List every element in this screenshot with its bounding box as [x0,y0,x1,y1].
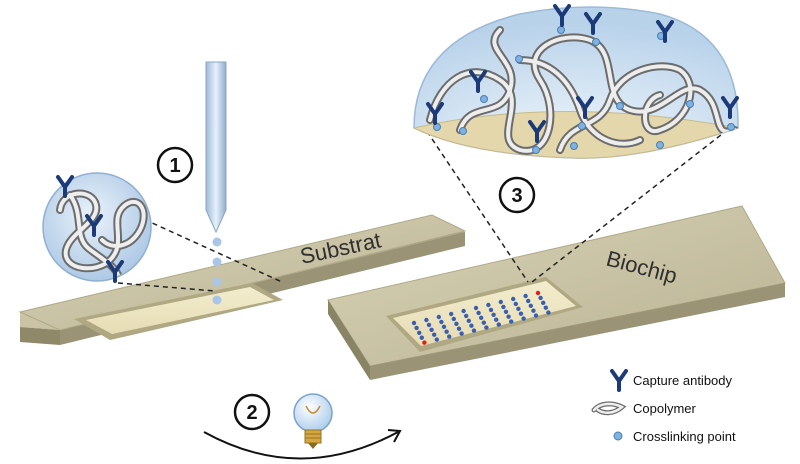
array-spot [432,332,437,337]
array-spot [503,309,509,314]
array-spot [426,322,432,328]
polymer-coil-icon [591,401,627,416]
array-spot [521,316,526,321]
array-spot [411,320,417,326]
lightbulb-icon [293,393,333,449]
array-spot [456,326,462,331]
array-spot [459,331,464,336]
array-spot [526,298,531,304]
reference-spot [535,290,541,296]
array-spot [461,308,466,314]
array-spot [533,313,539,318]
array-spot [447,334,452,339]
y-antibody-icon [56,175,124,283]
array-spot [491,312,496,317]
array-spot [516,306,521,311]
array-spot [417,330,422,335]
array-spot [511,296,516,302]
array-spot [473,305,479,311]
y-antibody-icon [426,4,739,143]
array-spot [471,328,477,333]
copolymer-zoom-circle [42,172,283,292]
step-2-badge: 2 [233,393,271,431]
legend-antibody: Capture antibody [610,369,733,392]
array-spot [449,311,454,317]
array-spot [543,305,548,310]
array-spot [419,335,424,340]
array-spot [469,323,474,328]
array-spot [518,311,524,316]
y-antibody-icon [610,369,628,392]
array-spot [538,295,543,301]
legend-crosslink: Crosslinking point [613,429,736,444]
microarray-spots [411,290,551,345]
array-spot [496,322,501,327]
array-spot [546,310,551,315]
array-spot [488,307,494,313]
array-spot [498,299,503,305]
legend-copolymer-label: Copolymer [633,401,697,416]
array-spot [509,319,514,324]
droplet [212,295,222,305]
pipette-icon [205,61,227,305]
step-2-number: 2 [246,402,257,424]
array-spot [479,315,484,320]
array-spot [513,301,518,307]
array-spot [454,321,459,326]
array-spot [541,300,546,305]
array-spot [429,327,434,332]
array-spot [494,317,499,322]
legend-antibody-label: Capture antibody [633,373,733,388]
array-spot [486,302,491,308]
array-spot [464,313,469,319]
array-spot [476,310,481,316]
step-1-number: 1 [169,155,180,177]
legend: Capture antibody Copolymer Crosslinking … [591,369,736,444]
array-spot [531,308,536,313]
array-spot [484,325,489,330]
array-spot [523,293,528,299]
step-3-badge: 3 [498,176,536,214]
array-spot [451,316,456,322]
array-spot [424,317,429,323]
polymer-coil-icon [426,26,739,155]
array-spot [506,314,511,319]
reference-spot [422,340,427,345]
uv-curing-arrow [203,429,402,460]
array-spot [444,329,449,334]
array-spot [436,314,441,320]
array-spot [501,304,506,310]
substrate-slide: Substrat [18,214,467,345]
biochip-well [386,277,583,352]
legend-crosslink-label: Crosslinking point [633,429,736,444]
array-spot [466,318,471,323]
array-spot [481,320,486,325]
array-spot [441,324,447,329]
hydrogel-dome-zoom [412,4,739,283]
droplet [212,277,222,287]
step-3-number: 3 [511,185,522,207]
array-spot [439,319,444,325]
array-spot [414,325,419,331]
droplet [212,237,222,247]
droplet [212,257,222,267]
crosslink-dot-icon [433,26,735,154]
step-1-badge: 1 [156,146,194,184]
array-spot [434,337,439,342]
biochip-slide: Biochip [327,205,786,380]
crosslink-dot-icon [613,431,623,441]
legend-copolymer: Copolymer [591,401,697,416]
substrate-well [74,283,283,340]
array-spot [528,303,533,308]
